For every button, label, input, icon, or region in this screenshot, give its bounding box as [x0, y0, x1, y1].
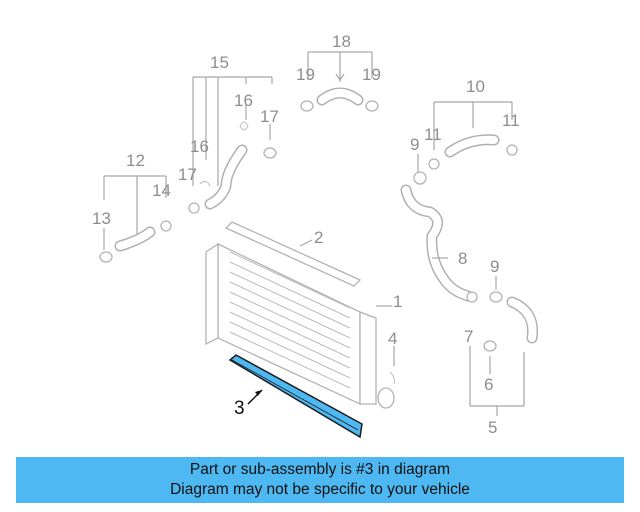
callout-14: 14: [152, 181, 171, 200]
callout-17: 17: [178, 165, 197, 184]
hose-group-12: [99, 175, 172, 263]
callout-9: 9: [490, 257, 499, 276]
callout-1: 1: [393, 292, 402, 311]
callout-10: 10: [466, 77, 485, 96]
callout-11: 11: [502, 111, 520, 130]
callout-15: 15: [210, 53, 229, 72]
clip-part-4: [389, 346, 395, 385]
callout-9: 9: [410, 135, 419, 154]
callout-13: 13: [92, 209, 111, 228]
callout-19: 19: [362, 65, 381, 84]
callout-11: 11: [424, 125, 442, 144]
hose-group-5: [469, 276, 539, 416]
callout-2: 2: [314, 228, 323, 247]
info-banner: Part or sub-assembly is #3 in diagram Di…: [16, 457, 624, 503]
callout-5: 5: [488, 418, 497, 437]
callout-7: 7: [464, 327, 473, 346]
callout-16: 16: [190, 137, 209, 156]
callout-19: 19: [296, 65, 315, 84]
parts-diagram: 18 19 19 15 16 17 16 17 12 13 14 10 11 1…: [92, 32, 539, 439]
callout-8: 8: [458, 249, 467, 268]
callout-4: 4: [388, 329, 397, 348]
hose-group-15: [188, 76, 277, 214]
hose-group-10: [428, 101, 518, 170]
callout-6: 6: [484, 375, 493, 394]
callout-labels: 18 19 19 15 16 17 16 17 12 13 14 10 11 1…: [92, 32, 520, 437]
callout-17: 17: [260, 107, 279, 126]
callout-16: 16: [234, 91, 253, 110]
pipe-part-8: [400, 154, 478, 303]
banner-line-2: Diagram may not be specific to your vehi…: [170, 481, 470, 498]
callout-18: 18: [332, 32, 351, 51]
banner-line-1: Part or sub-assembly is #3 in diagram: [189, 461, 451, 478]
callout-3-highlighted: 3: [234, 398, 245, 419]
hose-group-18: [300, 51, 379, 112]
strip-part-2: [224, 221, 362, 287]
seal-part-3-highlighted: [228, 354, 363, 439]
callout-12: 12: [126, 151, 145, 170]
intercooler-part-1: [205, 242, 395, 409]
